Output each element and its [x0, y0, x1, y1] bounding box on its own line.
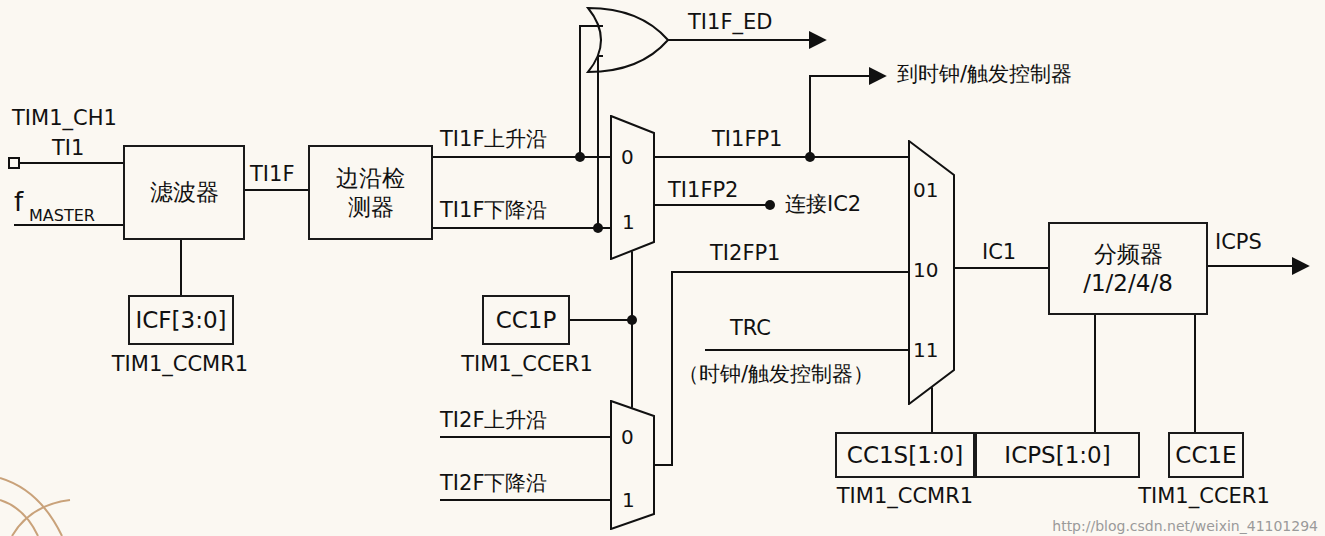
register-name: TIM1_CCER1 — [461, 352, 593, 376]
signal-wire — [433, 156, 610, 158]
ti1fp2-wire — [655, 204, 770, 206]
to-trigger-arrow — [810, 76, 885, 157]
box-label: 分频器 — [1094, 240, 1163, 269]
pin-terminal — [9, 158, 19, 168]
multiplexer: 01 — [610, 400, 655, 530]
register-field-box: CC1P — [482, 295, 570, 345]
or-input-wire — [598, 56, 603, 228]
prescaler-box: 分频器/1/2/4/8 — [1048, 222, 1208, 315]
mux-input-number: 10 — [913, 258, 938, 282]
clock-subscript: MASTER — [29, 204, 95, 228]
box-label: /1/2/4/8 — [1083, 269, 1173, 298]
signal-name: TI1F下降沿 — [440, 198, 547, 222]
destination-note: 到时钟/触发控制器 — [897, 62, 1072, 86]
ti1-wire — [19, 162, 123, 164]
box-label: CC1P — [496, 306, 557, 335]
box-label: ICF[3:0] — [135, 306, 226, 335]
mux-input-number: 0 — [621, 145, 634, 169]
mux-trapezoid — [611, 116, 654, 259]
register-name: TIM1_CCER1 — [1138, 484, 1270, 508]
icps-output-arrow — [1208, 265, 1308, 267]
mux-input-number: 1 — [622, 210, 635, 234]
or-input-wire — [580, 26, 603, 157]
mux-trapezoid — [611, 401, 654, 529]
destination-note: 连接IC2 — [785, 192, 861, 216]
box-label: 边沿检测器 — [336, 164, 405, 222]
mux-trapezoid — [909, 141, 954, 404]
signal-wire — [570, 251, 632, 320]
signal-wire — [180, 240, 182, 295]
signal-name: IC1 — [982, 240, 1016, 264]
ti1f-ed-arrow — [668, 39, 825, 41]
signal-name: ICPS — [1215, 230, 1262, 254]
mux-input-number: 0 — [621, 425, 634, 449]
signal-name: TRC — [730, 316, 771, 340]
trc-wire — [705, 349, 908, 351]
corner-ornament — [0, 478, 70, 536]
ornament-curve — [12, 500, 70, 536]
junction-dot — [765, 200, 775, 210]
watermark: http://blog.csdn.net/weixin_41101294 — [1052, 514, 1318, 536]
edge-detector-box: 边沿检测器 — [308, 145, 433, 240]
signal-wire — [433, 227, 610, 229]
register-name: TIM1_CCMR1 — [112, 352, 248, 376]
signal-name: TI1 — [52, 136, 84, 160]
register-field-box: CC1E — [1168, 432, 1244, 478]
signal-wire — [955, 267, 1048, 269]
box-label: ICPS[1:0] — [1004, 441, 1110, 470]
ti2f-fall-wire — [440, 499, 610, 501]
signal-name: TI1F — [250, 162, 294, 186]
register-field-box: ICPS[1:0] — [975, 432, 1140, 478]
signal-wire — [1194, 315, 1196, 432]
multiplexer: 01 10 11 — [908, 140, 955, 405]
ti2f-rise-wire — [440, 436, 610, 438]
box-label: 滤波器 — [150, 178, 219, 207]
register-field-box: ICF[3:0] — [128, 295, 234, 345]
signal-name: TI1FP2 — [668, 178, 739, 202]
pin-name: TIM1_CH1 — [12, 106, 117, 130]
source-note: （时钟/触发控制器） — [678, 362, 874, 386]
mux-input-number: 11 — [913, 338, 938, 362]
clock-name: f — [14, 190, 23, 214]
register-name: TIM1_CCMR1 — [837, 484, 973, 508]
mux-input-number: 1 — [622, 488, 635, 512]
mux-outline — [610, 115, 655, 260]
signal-wire — [1094, 315, 1096, 432]
box-label: CC1S[1:0] — [847, 441, 963, 470]
mux-input-number: 01 — [913, 178, 938, 202]
signal-name: TI2F上升沿 — [440, 408, 547, 432]
filter-box: 滤波器 — [123, 145, 245, 240]
multiplexer: 01 — [610, 115, 655, 260]
signal-name: TI1F_ED — [688, 10, 772, 34]
signal-wire — [931, 387, 933, 432]
signal-name: TI2F下降沿 — [440, 471, 547, 495]
register-field-box: CC1S[1:0] — [835, 432, 975, 478]
signal-name: TI1F上升沿 — [440, 127, 547, 151]
box-label: CC1E — [1175, 441, 1236, 470]
signal-wire — [245, 189, 308, 191]
signal-name: TI2FP1 — [710, 241, 781, 265]
ornament-curve — [0, 478, 62, 536]
ornament-curve — [0, 500, 38, 536]
signal-wire — [655, 156, 908, 158]
or-gate — [588, 8, 668, 72]
signal-name: TI1FP1 — [712, 127, 783, 151]
